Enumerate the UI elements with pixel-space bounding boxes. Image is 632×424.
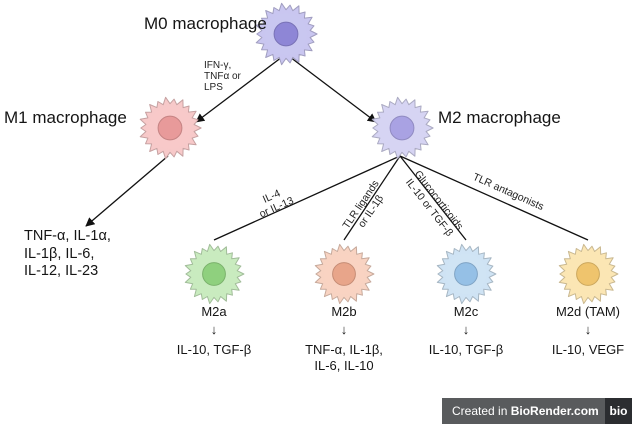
- m2b-down-arrow: ↓: [340, 322, 348, 337]
- m1-cell-icon: [139, 96, 202, 160]
- m2c-name: M2c: [453, 304, 479, 319]
- m1-cytokines: TNF-α, IL-1α, IL-1β, IL-6, IL-12, IL-23: [24, 228, 111, 281]
- m2c-product-line-1: IL-10, TGF-β: [428, 342, 504, 357]
- m2-to-m2a-line: [213, 155, 401, 241]
- m2b-cell-icon: [314, 243, 375, 305]
- m2a-name: M2a: [201, 304, 227, 319]
- m2d-cell-icon: [558, 243, 619, 305]
- m1-cytokine-line-2: IL-1β, IL-6,: [24, 245, 95, 262]
- m1-cytokine-line-3: IL-12, IL-23: [24, 263, 99, 279]
- m2d-name: M2d (TAM): [555, 304, 621, 319]
- m0-nucleus: [273, 21, 299, 47]
- m2b-name: M2b: [331, 304, 357, 319]
- m2-title: M2 macrophage: [438, 108, 561, 127]
- watermark-brand: BioRender.com: [510, 404, 599, 418]
- m1-cytokine-line-1: TNF-α, IL-1α,: [24, 228, 111, 244]
- m2b-products: TNF-α, IL-1β, IL-6, IL-10: [294, 342, 394, 374]
- m1-stimulus-3: LPS: [204, 82, 223, 93]
- m2c-cell-icon: [436, 243, 497, 305]
- m1-title: M1 macrophage: [4, 108, 127, 127]
- m2d-product-line-1: IL-10, VEGF: [551, 342, 625, 357]
- m2a-down-arrow: ↓: [210, 322, 218, 337]
- m2d-down-arrow: ↓: [584, 322, 592, 337]
- m2a-product-line-1: IL-10, TGF-β: [176, 342, 252, 357]
- m2b-nucleus: [332, 262, 356, 286]
- m2c-down-arrow: ↓: [462, 322, 470, 337]
- m2a-cell-icon: [184, 243, 245, 305]
- m2b-product-line-2: IL-6, IL-10: [314, 358, 374, 373]
- m1-stimulus-1: IFN-γ,: [204, 60, 232, 71]
- biorender-watermark[interactable]: Created in BioRender.com bio: [442, 398, 632, 424]
- m2-cell-icon: [371, 96, 434, 160]
- m1-to-cytokines-arrow: [85, 155, 169, 227]
- m2-to-m2b-line: [343, 155, 401, 241]
- biorender-logo-icon: bio: [605, 398, 632, 424]
- m1-stimuli: IFN-γ, TNFα or LPS: [204, 60, 241, 93]
- m1-stimulus-2: TNFα or: [204, 71, 241, 82]
- m2a-nucleus: [202, 262, 226, 286]
- m2d-nucleus: [576, 262, 600, 286]
- m0-to-m2-arrow: [285, 53, 377, 123]
- m2c-nucleus: [454, 262, 478, 286]
- m2d-products: IL-10, VEGF: [538, 342, 632, 358]
- m2b-product-line-1: TNF-α, IL-1β,: [305, 342, 383, 357]
- m0-cell-icon: [255, 2, 318, 66]
- m2-nucleus: [389, 115, 415, 141]
- m2c-products: IL-10, TGF-β: [416, 342, 516, 358]
- m0-title: M0 macrophage: [144, 14, 267, 33]
- m2-to-m2d-line: [399, 155, 589, 241]
- m0-to-m1-arrow: [195, 53, 287, 123]
- watermark-text: Created in BioRender.com: [452, 404, 599, 418]
- m2a-products: IL-10, TGF-β: [164, 342, 264, 358]
- m2-to-m2c-line: [399, 155, 467, 241]
- m1-nucleus: [157, 115, 183, 141]
- watermark-prefix: Created in: [452, 404, 511, 418]
